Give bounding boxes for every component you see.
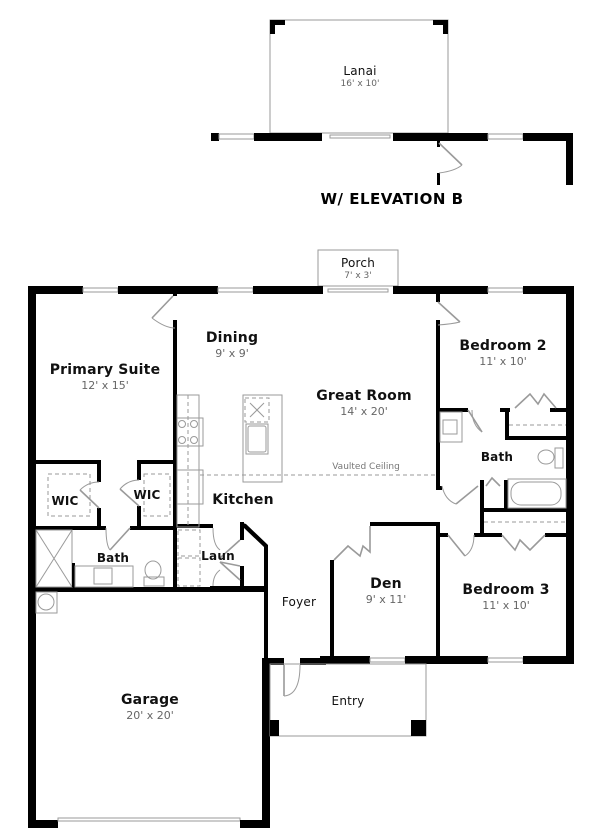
- wic1-name: WIC: [51, 494, 79, 508]
- lanai-label: Lanai 16' x 10': [341, 64, 380, 89]
- vaulted-ceiling-note: Vaulted Ceiling: [332, 462, 400, 472]
- primary-bath-name: Bath: [96, 551, 130, 565]
- porch-dim: 7' x 3': [344, 271, 372, 281]
- primary-suite-label: Primary Suite 12' x 15': [50, 362, 161, 392]
- dining-name: Dining: [205, 330, 259, 346]
- bath2-label: Bath: [481, 450, 513, 464]
- laundry-label: Laun: [201, 549, 235, 563]
- interior-walls: [36, 292, 566, 660]
- doors: [79, 295, 557, 697]
- dining-label: Dining 9' x 9': [206, 330, 258, 360]
- wic2-name: WIC: [133, 488, 161, 502]
- bedroom3-name: Bedroom 3: [462, 582, 550, 598]
- bedroom2-dim: 11' x 10': [479, 355, 527, 368]
- entry-name: Entry: [331, 694, 365, 708]
- great-room-label: Great Room 14' x 20': [316, 388, 412, 418]
- bedroom3-label: Bedroom 3 11' x 10': [462, 582, 549, 612]
- porch-name: Porch: [340, 256, 376, 270]
- porch-outline: [317, 249, 399, 287]
- entry-label: Entry: [332, 694, 365, 708]
- bedroom3-dim: 11' x 10': [482, 599, 530, 612]
- den-label: Den 9' x 11': [366, 576, 407, 606]
- fixtures: [35, 394, 567, 737]
- primary-suite-dim: 12' x 15': [81, 379, 129, 392]
- lanai-name: Lanai: [343, 64, 377, 78]
- den-name: Den: [370, 576, 402, 592]
- wic2-label: WIC: [133, 488, 160, 502]
- elevation-note: W/ ELEVATION B: [320, 190, 464, 208]
- den-dim: 9' x 11': [365, 593, 407, 606]
- foyer-label: Foyer: [282, 595, 316, 609]
- wic1-label: WIC: [51, 494, 78, 508]
- bath2-name: Bath: [480, 450, 514, 464]
- garage-label: Garage 20' x 20': [121, 692, 179, 722]
- exterior-walls: [28, 286, 574, 828]
- garage-dim: 20' x 20': [126, 709, 174, 722]
- great-room-dim: 14' x 20': [340, 405, 388, 418]
- dining-dim: 9' x 9': [215, 347, 249, 360]
- garage-name: Garage: [120, 692, 180, 708]
- great-room-name: Great Room: [316, 388, 412, 404]
- lanai-dim: 16' x 10': [340, 79, 380, 89]
- kitchen-label: Kitchen: [212, 492, 273, 508]
- foyer-name: Foyer: [281, 595, 317, 609]
- porch-label: Porch 7' x 3': [341, 256, 375, 281]
- kitchen-name: Kitchen: [212, 492, 274, 508]
- primary-bath-label: Bath: [97, 551, 129, 565]
- bedroom2-label: Bedroom 2 11' x 10': [459, 338, 546, 368]
- laundry-name: Laun: [201, 549, 235, 563]
- bedroom2-name: Bedroom 2: [459, 338, 547, 354]
- lanai-extension: [211, 19, 573, 185]
- primary-suite-name: Primary Suite: [49, 362, 161, 378]
